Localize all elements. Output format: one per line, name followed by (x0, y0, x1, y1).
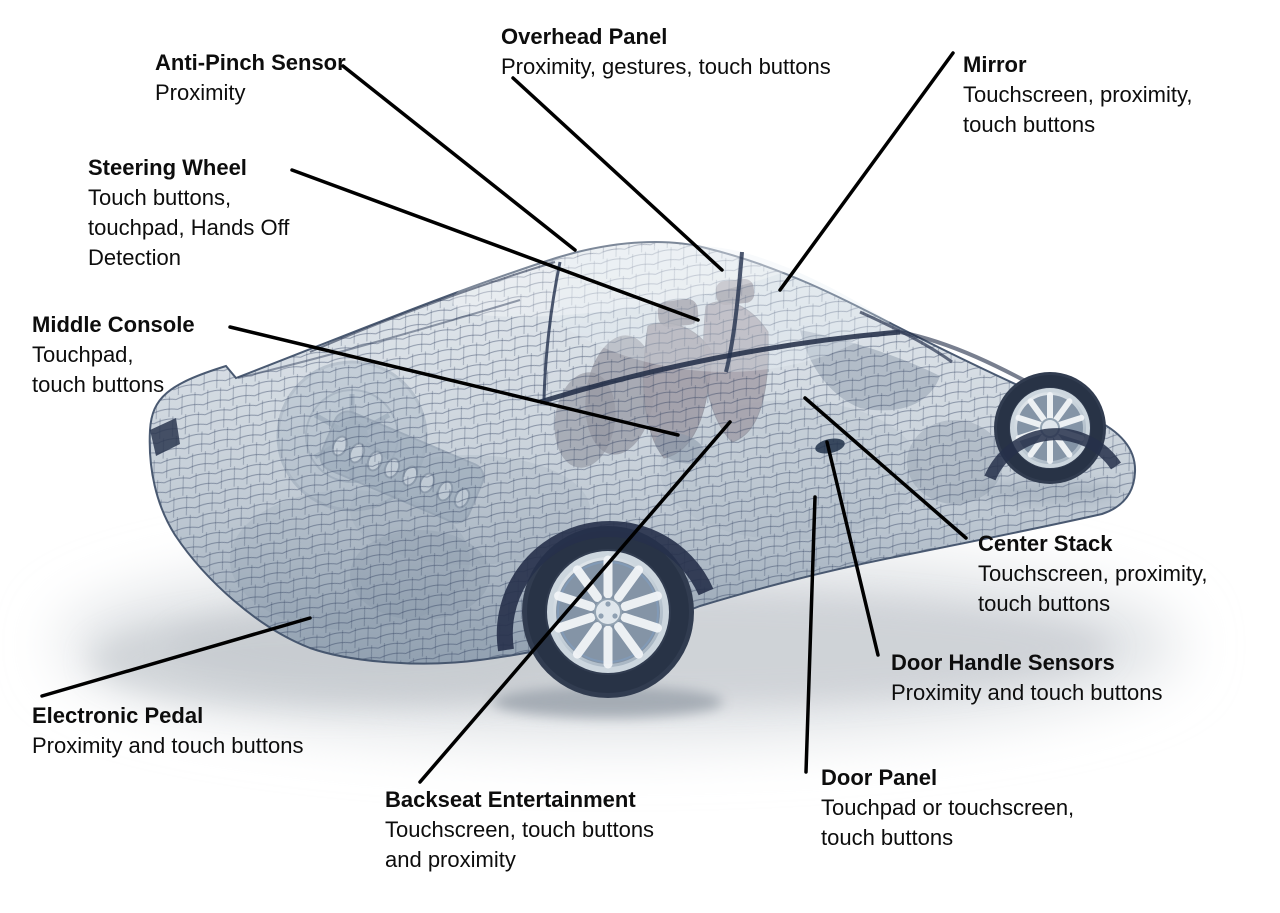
tail-light (150, 418, 180, 456)
label-title: Door Panel (821, 765, 938, 790)
leader-anti-pinch-sensor (341, 64, 577, 252)
label-desc: Touchpad, touch buttons (32, 342, 165, 397)
glass-canopy (550, 244, 890, 372)
label-title: Steering Wheel (88, 155, 247, 180)
rear-fender-arch (496, 521, 714, 652)
label-title: Middle Console (32, 312, 195, 337)
label-title: Backseat Entertainment (385, 787, 636, 812)
leader-door-panel (804, 495, 817, 774)
label-desc: Touchpad or touchscreen, touch buttons (821, 795, 1075, 850)
label-backseat-entertainment: Backseat Entertainment Touchscreen, touc… (385, 785, 654, 875)
label-title: Electronic Pedal (32, 703, 204, 728)
leader-backseat-entertainment (418, 420, 732, 784)
leader-overhead-panel (511, 76, 724, 272)
label-middle-console: Middle Console Touchpad, touch buttons (32, 310, 195, 400)
label-electronic-pedal: Electronic Pedal Proximity and touch but… (32, 701, 303, 761)
leader-lines (40, 51, 968, 784)
label-desc: Proximity and touch buttons (32, 733, 304, 758)
leader-mirror (778, 51, 955, 292)
label-desc: Touchscreen, touch buttons and proximity (385, 817, 655, 872)
leader-electronic-pedal (40, 616, 312, 698)
label-desc: Proximity, gestures, touch buttons (501, 54, 831, 79)
label-title: Mirror (963, 52, 1027, 77)
front-fender-arch (984, 428, 1121, 481)
door-handle (815, 438, 845, 454)
label-title: Center Stack (978, 531, 1113, 556)
car-body (148, 227, 1137, 665)
leader-center-stack (803, 396, 968, 540)
front-wheel (994, 372, 1106, 484)
label-door-panel: Door Panel Touchpad or touchscreen, touc… (821, 763, 1074, 853)
label-title: Door Handle Sensors (891, 650, 1115, 675)
label-desc: Touchscreen, proximity, touch buttons (978, 561, 1208, 616)
label-desc: Touchscreen, proximity, touch buttons (963, 82, 1193, 137)
label-center-stack: Center Stack Touchscreen, proximity, tou… (978, 529, 1207, 619)
label-mirror: Mirror Touchscreen, proximity, touch but… (963, 50, 1192, 140)
rear-wheel (522, 526, 694, 698)
label-anti-pinch-sensor: Anti-Pinch Sensor Proximity (155, 48, 346, 108)
body-lines (237, 251, 1061, 405)
label-title: Anti-Pinch Sensor (155, 50, 346, 75)
leader-middle-console (228, 325, 680, 437)
label-steering-wheel: Steering Wheel Touch buttons, touchpad, … (88, 153, 289, 273)
label-desc: Proximity and touch buttons (891, 680, 1163, 705)
label-title: Overhead Panel (501, 24, 668, 49)
label-desc: Proximity (155, 80, 246, 105)
label-desc: Touch buttons, touchpad, Hands Off Detec… (88, 185, 290, 270)
leader-door-handle-sensors (825, 440, 880, 657)
leader-steering-wheel (290, 168, 700, 322)
label-overhead-panel: Overhead Panel Proximity, gestures, touc… (501, 22, 831, 82)
roof-sheen (452, 227, 828, 317)
label-door-handle-sensors: Door Handle Sensors Proximity and touch … (891, 648, 1162, 708)
